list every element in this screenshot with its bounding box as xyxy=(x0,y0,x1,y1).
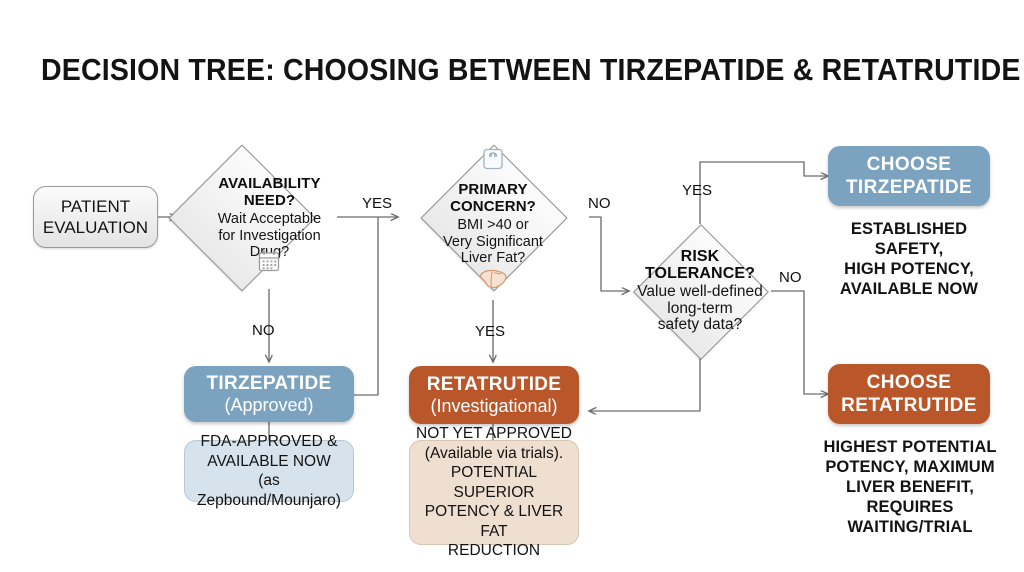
edge-label-concern-no: NO xyxy=(588,195,611,212)
info-line-4: POTENCY & LIVER FAT xyxy=(424,503,564,540)
info-line-3: (as Zepbound/Mounjaro) xyxy=(197,472,341,509)
edge-label-availability-yes: YES xyxy=(362,195,393,212)
edge-label-concern-yes: YES xyxy=(475,323,506,340)
info-line-1: NOT YET APPROVED xyxy=(416,425,572,443)
patient-evaluation-node[interactable]: PATIENT EVALUATION xyxy=(33,186,158,248)
outcome-subtitle: RETATRUTIDE xyxy=(841,395,977,416)
risk-sub: Value well-defined long-term safety data… xyxy=(637,283,763,334)
outcome-subtitle: TIRZEPATIDE xyxy=(845,177,973,198)
edge-label-risk-no: NO xyxy=(779,269,802,286)
concern-sub: BMI >40 or Very Significant Liver Fat? xyxy=(443,217,543,267)
outcome-title: CHOOSE xyxy=(866,372,952,393)
weight-scale-icon xyxy=(483,148,503,170)
outcome-title: TIRZEPATIDE xyxy=(206,372,332,394)
edge-risk-bottom-to-retatrutide xyxy=(589,358,701,411)
info-line-2: AVAILABLE NOW xyxy=(207,452,331,470)
decision-primary-concern-text: PRIMARY CONCERN? BMI >40 or Very Signifi… xyxy=(424,178,562,270)
availability-head: AVAILABILITY NEED? xyxy=(218,175,321,210)
concern-head: PRIMARY CONCERN? xyxy=(450,181,536,216)
info-line-5: REDUCTION xyxy=(447,542,541,560)
choose-retatrutide-caption: HIGHEST POTENTIAL POTENCY, MAXIMUM LIVER… xyxy=(823,438,997,536)
edge-label-availability-no: NO xyxy=(252,322,275,339)
outcome-tirzepatide-approved[interactable]: TIRZEPATIDE (Approved) xyxy=(184,366,354,422)
calendar-icon xyxy=(258,250,280,272)
info-line-1: FDA-APPROVED & xyxy=(200,433,338,450)
outcome-title: RETATRUTIDE xyxy=(426,373,562,395)
page-title: DECISION TREE: CHOOSING BETWEEN TIRZEPAT… xyxy=(40,52,1021,87)
outcome-subtitle: (Investigational) xyxy=(430,395,558,416)
choose-tirzepatide-caption: ESTABLISHED SAFETY, HIGH POTENCY, AVAILA… xyxy=(839,220,979,298)
outcome-subtitle: (Approved) xyxy=(224,394,314,415)
info-line-2: (Available via trials). xyxy=(424,444,564,462)
outcome-choose-tirzepatide[interactable]: CHOOSE TIRZEPATIDE xyxy=(828,146,990,206)
edge-risk-yes-to-choose-tirzepatide xyxy=(699,161,828,224)
edge-label-risk-yes: YES xyxy=(682,182,713,199)
patient-evaluation-label: PATIENT EVALUATION xyxy=(42,197,149,237)
outcome-choose-retatrutide[interactable]: CHOOSE RETATRUTIDE xyxy=(828,364,990,424)
decision-risk-tolerance-text: RISK TOLERANCE? Value well-defined long-… xyxy=(623,244,777,338)
decision-availability-need-text: AVAILABILITY NEED? Wait Acceptable for I… xyxy=(178,173,361,263)
risk-head: RISK TOLERANCE? xyxy=(644,248,756,283)
availability-sub: Wait Acceptable for Investigation Drug? xyxy=(217,211,322,261)
edge-risk-no-to-choose-retatrutide xyxy=(771,290,828,394)
info-retatrutide: NOT YET APPROVED (Available via trials).… xyxy=(409,425,579,559)
outcome-title: CHOOSE xyxy=(866,154,952,175)
liver-icon xyxy=(480,269,507,289)
info-tirzepatide: FDA-APPROVED & AVAILABLE NOW (as Zepboun… xyxy=(184,433,354,509)
info-line-3: POTENTIAL SUPERIOR xyxy=(450,464,538,501)
outcome-retatrutide-investigational[interactable]: RETATRUTIDE (Investigational) xyxy=(409,366,579,424)
